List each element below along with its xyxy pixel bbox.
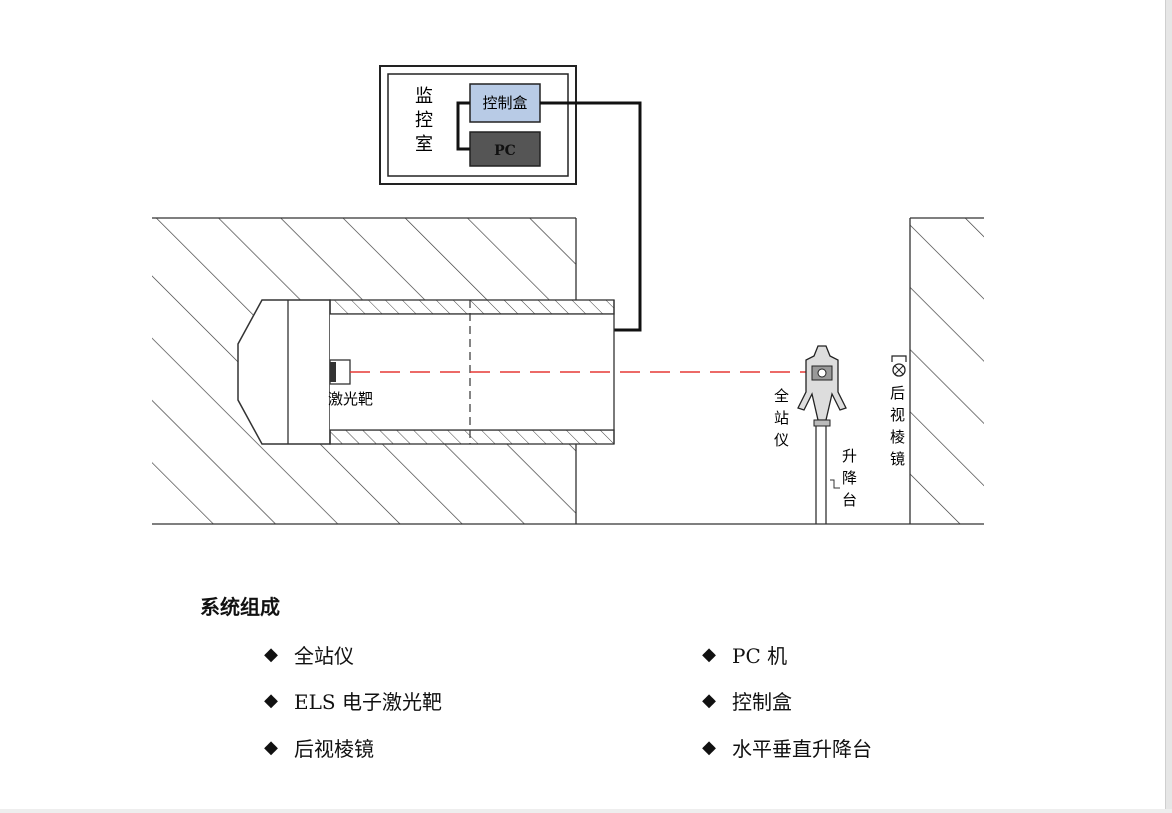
- legend-item-label: PC 机: [732, 644, 788, 668]
- legend-item: ◆ 全站仪: [262, 640, 354, 669]
- lift-platform: [815, 426, 840, 524]
- legend-item: ◆ PC 机: [700, 640, 787, 669]
- tbm-shield: [237, 299, 331, 445]
- diamond-bullet-icon: ◆: [702, 690, 716, 711]
- laser-target-label: 激光靶: [328, 390, 373, 408]
- legend-item-label: ELS 电子激光靶: [294, 690, 442, 714]
- legend-item: ◆ ELS 电子激光靶: [262, 686, 442, 715]
- legend-item-label: 全站仪: [294, 644, 354, 668]
- monitor-room: 监控室 控制盒 PC: [379, 65, 577, 185]
- diamond-bullet-icon: ◆: [264, 644, 278, 665]
- legend-item-label: 水平垂直升降台: [732, 737, 872, 761]
- tunnel-rock: [152, 217, 577, 524]
- tunnel-guidance-diagram: 监控室 控制盒 PC 激光靶: [152, 65, 984, 525]
- total-station-label: 全站仪: [774, 387, 789, 449]
- page-edge-bottom: [0, 809, 1172, 813]
- diamond-bullet-icon: ◆: [702, 737, 716, 758]
- diamond-bullet-icon: ◆: [702, 644, 716, 665]
- lift-platform-label: 升降台: [842, 447, 857, 509]
- legend-item-label: 控制盒: [732, 690, 792, 714]
- laser-target: [329, 359, 351, 385]
- rear-prism-label: 后视棱镜: [890, 384, 905, 468]
- pc-label: PC: [494, 143, 516, 159]
- legend-item-label: 后视棱镜: [294, 737, 374, 761]
- legend-title: 系统组成: [200, 595, 280, 619]
- cb-pc-cable: [456, 101, 470, 151]
- legend-item: ◆ 水平垂直升降台: [700, 733, 872, 762]
- total-station: [797, 345, 847, 427]
- page-edge-right: [1165, 0, 1172, 813]
- rear-prism-icon: [891, 355, 907, 377]
- rear-wall: [909, 217, 984, 524]
- control-box-label: 控制盒: [482, 94, 527, 112]
- legend-item: ◆ 后视棱镜: [262, 733, 374, 762]
- diamond-bullet-icon: ◆: [264, 737, 278, 758]
- diamond-bullet-icon: ◆: [264, 690, 278, 711]
- monitor-room-label: 监控室: [415, 86, 433, 155]
- legend-item: ◆ 控制盒: [700, 686, 792, 715]
